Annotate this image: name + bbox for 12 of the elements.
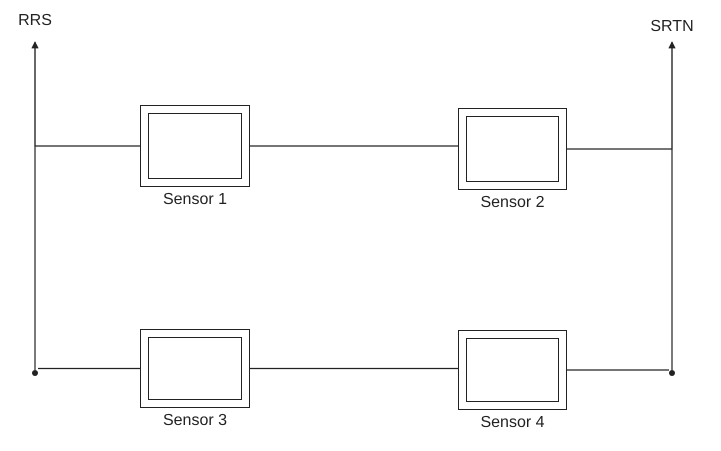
sensor-label: Sensor 2 xyxy=(480,195,545,211)
signal-label: RRS xyxy=(18,13,52,29)
wire-line xyxy=(38,368,140,370)
wire-line xyxy=(250,145,458,147)
wire-arrow xyxy=(668,41,676,370)
signal-label: SRTN xyxy=(650,19,694,35)
sensor-label: Sensor 3 xyxy=(162,413,228,429)
wire-arrow xyxy=(32,41,38,370)
sensor-label: Sensor 1 xyxy=(162,192,228,208)
wire-line xyxy=(250,368,458,370)
wire-line xyxy=(567,369,669,371)
sensor-label: Sensor 4 xyxy=(480,415,545,431)
